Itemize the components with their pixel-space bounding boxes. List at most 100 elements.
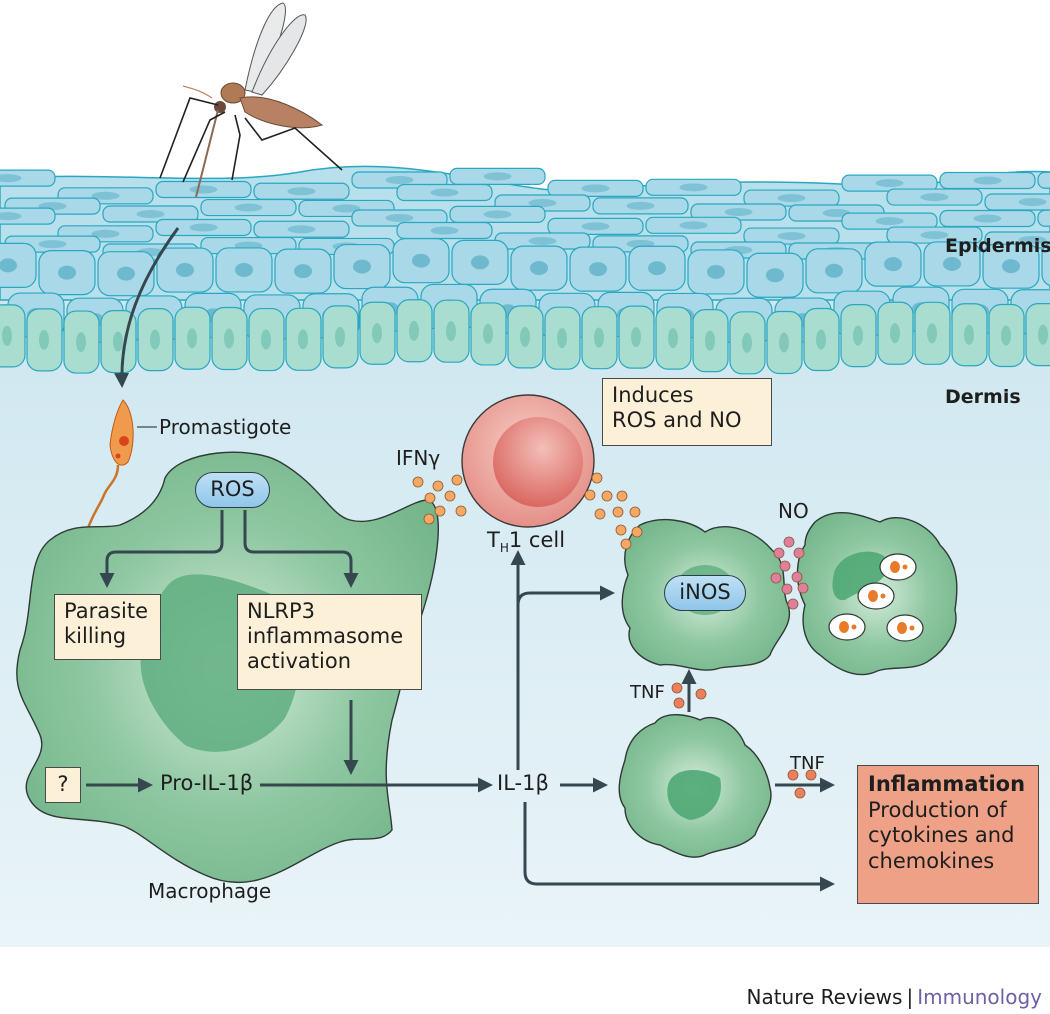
- cell-nucleus: [1002, 259, 1020, 274]
- cell-nucleus: [777, 232, 806, 241]
- cell-nucleus: [679, 183, 708, 192]
- inos-pill: iNOS: [664, 575, 746, 611]
- no-dot: [797, 582, 809, 594]
- cell-nucleus: [2, 325, 12, 346]
- no-label: NO: [778, 499, 809, 523]
- basal-cell: [0, 304, 26, 368]
- ifng-dot: [451, 474, 463, 486]
- cell-nucleus: [581, 222, 610, 231]
- cell-nucleus: [409, 320, 419, 341]
- parasite-killing-line: Parasite: [64, 599, 149, 623]
- ros-to-killing-arrow: [99, 510, 224, 588]
- small-macrophage-cell: [618, 714, 772, 858]
- cell-nucleus: [39, 329, 49, 350]
- no-dot: [773, 547, 785, 559]
- amastigotes: [828, 553, 924, 642]
- inflammation-title: Inflammation: [868, 772, 1026, 796]
- cell-nucleus: [1001, 325, 1011, 346]
- basal-cells: [0, 299, 1050, 375]
- tnf-dot: [671, 682, 683, 694]
- ifng-dot: [444, 490, 456, 502]
- squamous-cell: [1037, 209, 1050, 227]
- cell-nucleus: [150, 329, 160, 350]
- cell-nucleus: [430, 226, 459, 235]
- ifng-dot: [620, 538, 632, 550]
- epidermis-layer: [0, 165, 1050, 375]
- cell-nucleus: [298, 329, 308, 350]
- cell-nucleus: [189, 223, 218, 232]
- unknown-box: ?: [45, 767, 81, 803]
- cell-nucleus: [91, 191, 120, 200]
- cell-nucleus: [0, 174, 22, 183]
- cell-nucleus: [875, 179, 904, 188]
- no-dot: [787, 598, 799, 610]
- tnf-dot: [787, 769, 799, 781]
- induces-box: Induces ROS and NO: [602, 378, 772, 446]
- tnf-dot: [805, 769, 817, 781]
- cell-nucleus: [705, 330, 715, 351]
- cell-nucleus: [1018, 235, 1047, 244]
- cell-nucleus: [964, 324, 974, 345]
- cell-nucleus: [875, 217, 904, 226]
- squamous-cell: [0, 169, 56, 187]
- cell-nucleus: [973, 176, 1002, 185]
- cell-nucleus: [589, 262, 607, 277]
- amastigote-kinetoplast: [902, 564, 908, 570]
- induces-line: Induces: [612, 383, 694, 407]
- cell-nucleus: [779, 332, 789, 353]
- amastigote-nucleus: [890, 561, 900, 573]
- cell-nucleus: [189, 185, 218, 194]
- cell-nucleus: [520, 326, 530, 347]
- ifng-dot: [434, 505, 446, 517]
- cell-nucleus: [261, 329, 271, 350]
- cell-nucleus: [1038, 324, 1048, 345]
- cell-nucleus: [136, 210, 165, 219]
- no-dot: [791, 571, 803, 583]
- cell-nucleus: [483, 323, 493, 344]
- ifng-dot: [591, 472, 603, 484]
- cell-nucleus: [0, 258, 17, 273]
- cell-nucleus: [724, 208, 753, 217]
- cell-nucleus: [825, 263, 843, 278]
- cell-nucleus: [648, 261, 666, 276]
- cell-nucleus: [528, 198, 557, 207]
- nlrp3-line: NLRP3: [247, 599, 316, 623]
- separator: |: [906, 985, 914, 1009]
- ifng-dot: [455, 505, 467, 517]
- ifng-dots-right: [584, 472, 643, 550]
- ros-to-nlrp3-arrow: [243, 510, 359, 588]
- cell-nucleus: [117, 266, 135, 281]
- cell-nucleus: [483, 210, 512, 219]
- pro-il1b-label: Pro-IL-1β: [160, 771, 254, 795]
- cell-nucleus: [0, 212, 22, 221]
- cell-nucleus: [113, 331, 123, 352]
- macrophage-label: Macrophage: [148, 879, 272, 903]
- squamous-cell: [1037, 171, 1050, 189]
- th1-cell-label: TH1 cell: [487, 528, 565, 556]
- cell-nucleus: [742, 332, 752, 353]
- dermis-label: Dermis: [945, 386, 1021, 408]
- inflammation-line: chemokines: [868, 848, 995, 873]
- amastigote-nucleus: [897, 622, 907, 634]
- th1-sub: H: [499, 541, 509, 556]
- cell-nucleus: [385, 175, 414, 184]
- spinous-cell: [1041, 242, 1050, 287]
- spinous-cell: [0, 242, 37, 288]
- cell-nucleus: [973, 214, 1002, 223]
- il1b-to-inflammation-arrow: [523, 802, 835, 892]
- cell-nucleus: [287, 187, 316, 196]
- ifng-dot: [423, 513, 435, 525]
- amastigote-nucleus: [868, 590, 878, 602]
- nlrp3-line: activation: [247, 649, 352, 674]
- publisher-name: Nature Reviews: [746, 985, 903, 1009]
- cell-nucleus: [920, 231, 949, 240]
- cell-nucleus: [353, 259, 371, 274]
- cell-nucleus: [385, 213, 414, 222]
- inflammation-box: Inflammation Production of cytokines and…: [857, 765, 1039, 904]
- amastigote-nucleus: [839, 621, 849, 633]
- cell-nucleus: [91, 229, 120, 238]
- th1-main: T: [487, 528, 500, 552]
- cell-nucleus: [287, 225, 316, 234]
- cell-nucleus: [943, 256, 961, 271]
